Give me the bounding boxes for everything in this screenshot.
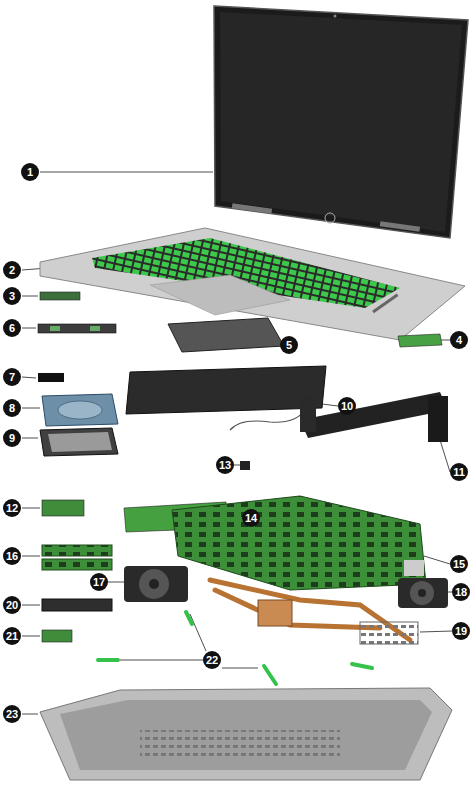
callout-number: 12 (3, 499, 21, 517)
callout-number: 1 (21, 163, 39, 181)
callout-number: 22 (203, 651, 221, 669)
callout-number: 18 (452, 583, 470, 601)
callout-number: 2 (3, 261, 21, 279)
callout-number: 13 (216, 456, 234, 474)
callout-number: 5 (280, 336, 298, 354)
callout-number: 19 (452, 622, 470, 640)
callout-number: 21 (3, 627, 21, 645)
callout-number: 14 (242, 509, 260, 527)
callout-number: 15 (450, 555, 468, 573)
callout-number: 6 (3, 319, 21, 337)
callout-number: 23 (3, 705, 21, 723)
callout-number: 10 (338, 397, 356, 415)
callout-number: 17 (90, 573, 108, 591)
callout-number: 3 (3, 287, 21, 305)
callout-number: 20 (3, 596, 21, 614)
callout-number: 16 (3, 547, 21, 565)
callout-number: 8 (3, 399, 21, 417)
callout-number: 11 (450, 463, 468, 481)
callout-number: 4 (450, 331, 468, 349)
callout-number: 7 (3, 368, 21, 386)
callout-number: 9 (3, 429, 21, 447)
